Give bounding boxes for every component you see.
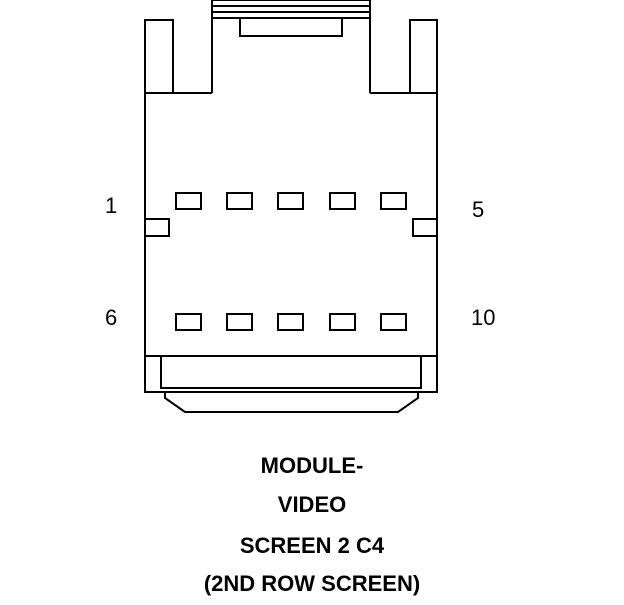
pin-cavity-1: [175, 192, 202, 210]
pin-label-5: 5: [472, 197, 485, 222]
top-latch: [211, 0, 371, 37]
left-key: [144, 218, 170, 237]
pin-row-bottom: [175, 313, 407, 331]
pin-cavity-2: [226, 192, 253, 210]
pin-cavity-4: [329, 192, 356, 210]
pin-cavity-9: [329, 313, 356, 331]
right-guide-tower: [369, 0, 438, 94]
caption-line-4: (2ND ROW SCREEN): [203, 571, 421, 596]
pin-row-top: [175, 192, 407, 210]
caption-line-1: MODULE-: [260, 453, 364, 478]
pin-cavity-3: [277, 192, 304, 210]
pin-cavity-5: [380, 192, 407, 210]
housing-outline: [144, 93, 438, 393]
left-guide-tower: [144, 0, 213, 94]
pin-cavity-10: [380, 313, 407, 331]
pin-cavity-7: [226, 313, 253, 331]
bottom-base: [145, 355, 437, 413]
caption-line-2: VIDEO: [277, 492, 347, 517]
pin-label-6: 6: [105, 305, 118, 330]
pin-cavity-6: [175, 313, 202, 331]
caption-line-3: SCREEN 2 C4: [239, 533, 385, 558]
pin-cavity-8: [277, 313, 304, 331]
right-key: [412, 218, 438, 237]
pin-label-10: 10: [471, 305, 496, 330]
pin-label-1: 1: [105, 193, 118, 218]
